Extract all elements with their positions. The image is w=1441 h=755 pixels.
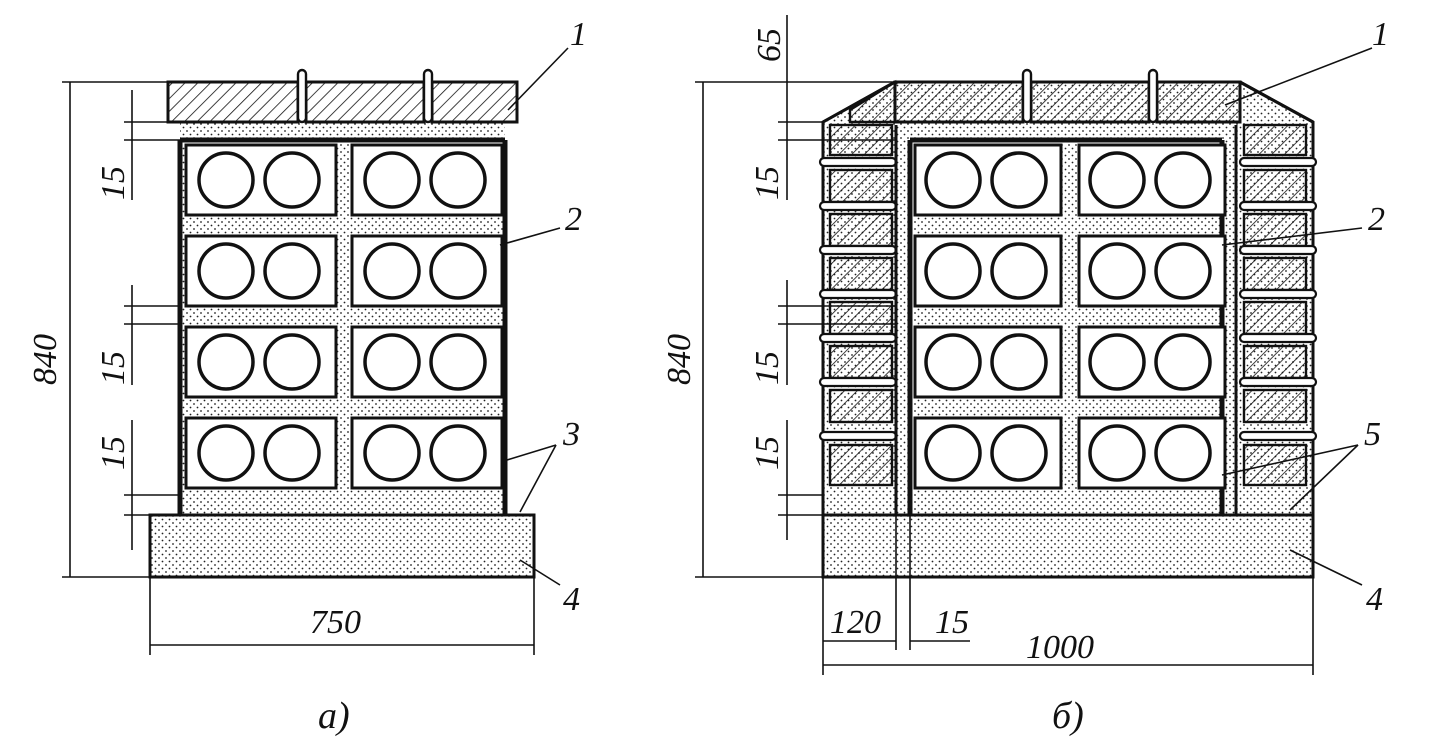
dim-top-b-label: 65 (751, 28, 788, 62)
callout-a-3: 3 (562, 416, 580, 453)
top-cap (166, 68, 519, 124)
top-cap-b (822, 68, 1314, 124)
dim-height-b: 840 (661, 81, 895, 578)
dim-gaps-b: 15 15 15 (749, 139, 896, 540)
callouts-a: 1 2 3 4 (499, 16, 587, 618)
callout-b-4: 4 (1366, 581, 1383, 618)
callout-b-2: 2 (1368, 201, 1385, 238)
dim-width-b: 1000 120 15 (822, 515, 1314, 675)
left-brick-column (818, 123, 898, 487)
dim-gaps-a: 15 15 15 (95, 90, 180, 550)
callouts-b: 1 2 5 4 (1221, 16, 1389, 618)
hollow-blocks-a (184, 143, 504, 490)
dim-width-a: 750 (149, 577, 535, 655)
dim-gap-top-a: 15 (95, 166, 132, 200)
caption-b: б) (1052, 695, 1084, 737)
right-brick-column (1238, 123, 1318, 487)
callout-b-5: 5 (1364, 416, 1381, 453)
dim-brick-b-label: 120 (830, 604, 881, 641)
base-slab (148, 513, 536, 579)
callout-a-4: 4 (563, 581, 580, 618)
dim-gap-bottom-a: 15 (95, 436, 132, 470)
dim-height-a-label: 840 (27, 334, 64, 385)
dim-top-b: 65 (751, 15, 823, 140)
callout-a-2: 2 (565, 201, 582, 238)
dim-width-b-label: 1000 (1026, 629, 1094, 666)
dim-gap-b-label: 15 (935, 604, 969, 641)
dim-gap-mid-a: 15 (95, 351, 132, 385)
dim-height-b-label: 840 (661, 334, 698, 385)
dim-gap-top-b: 15 (749, 166, 786, 200)
callout-a-1: 1 (570, 16, 587, 53)
caption-a: а) (318, 695, 350, 737)
dim-height-a: 840 (27, 81, 168, 578)
dim-gap-bottom-b: 15 (749, 436, 786, 470)
dim-gap-mid-b: 15 (749, 351, 786, 385)
callout-b-1: 1 (1372, 16, 1389, 53)
hollow-blocks-b (913, 143, 1227, 490)
figure-a: 840 15 15 15 750 1 (27, 16, 587, 737)
dim-width-a-label: 750 (310, 604, 361, 641)
figure-b: 840 65 15 15 15 1000 (661, 15, 1389, 737)
